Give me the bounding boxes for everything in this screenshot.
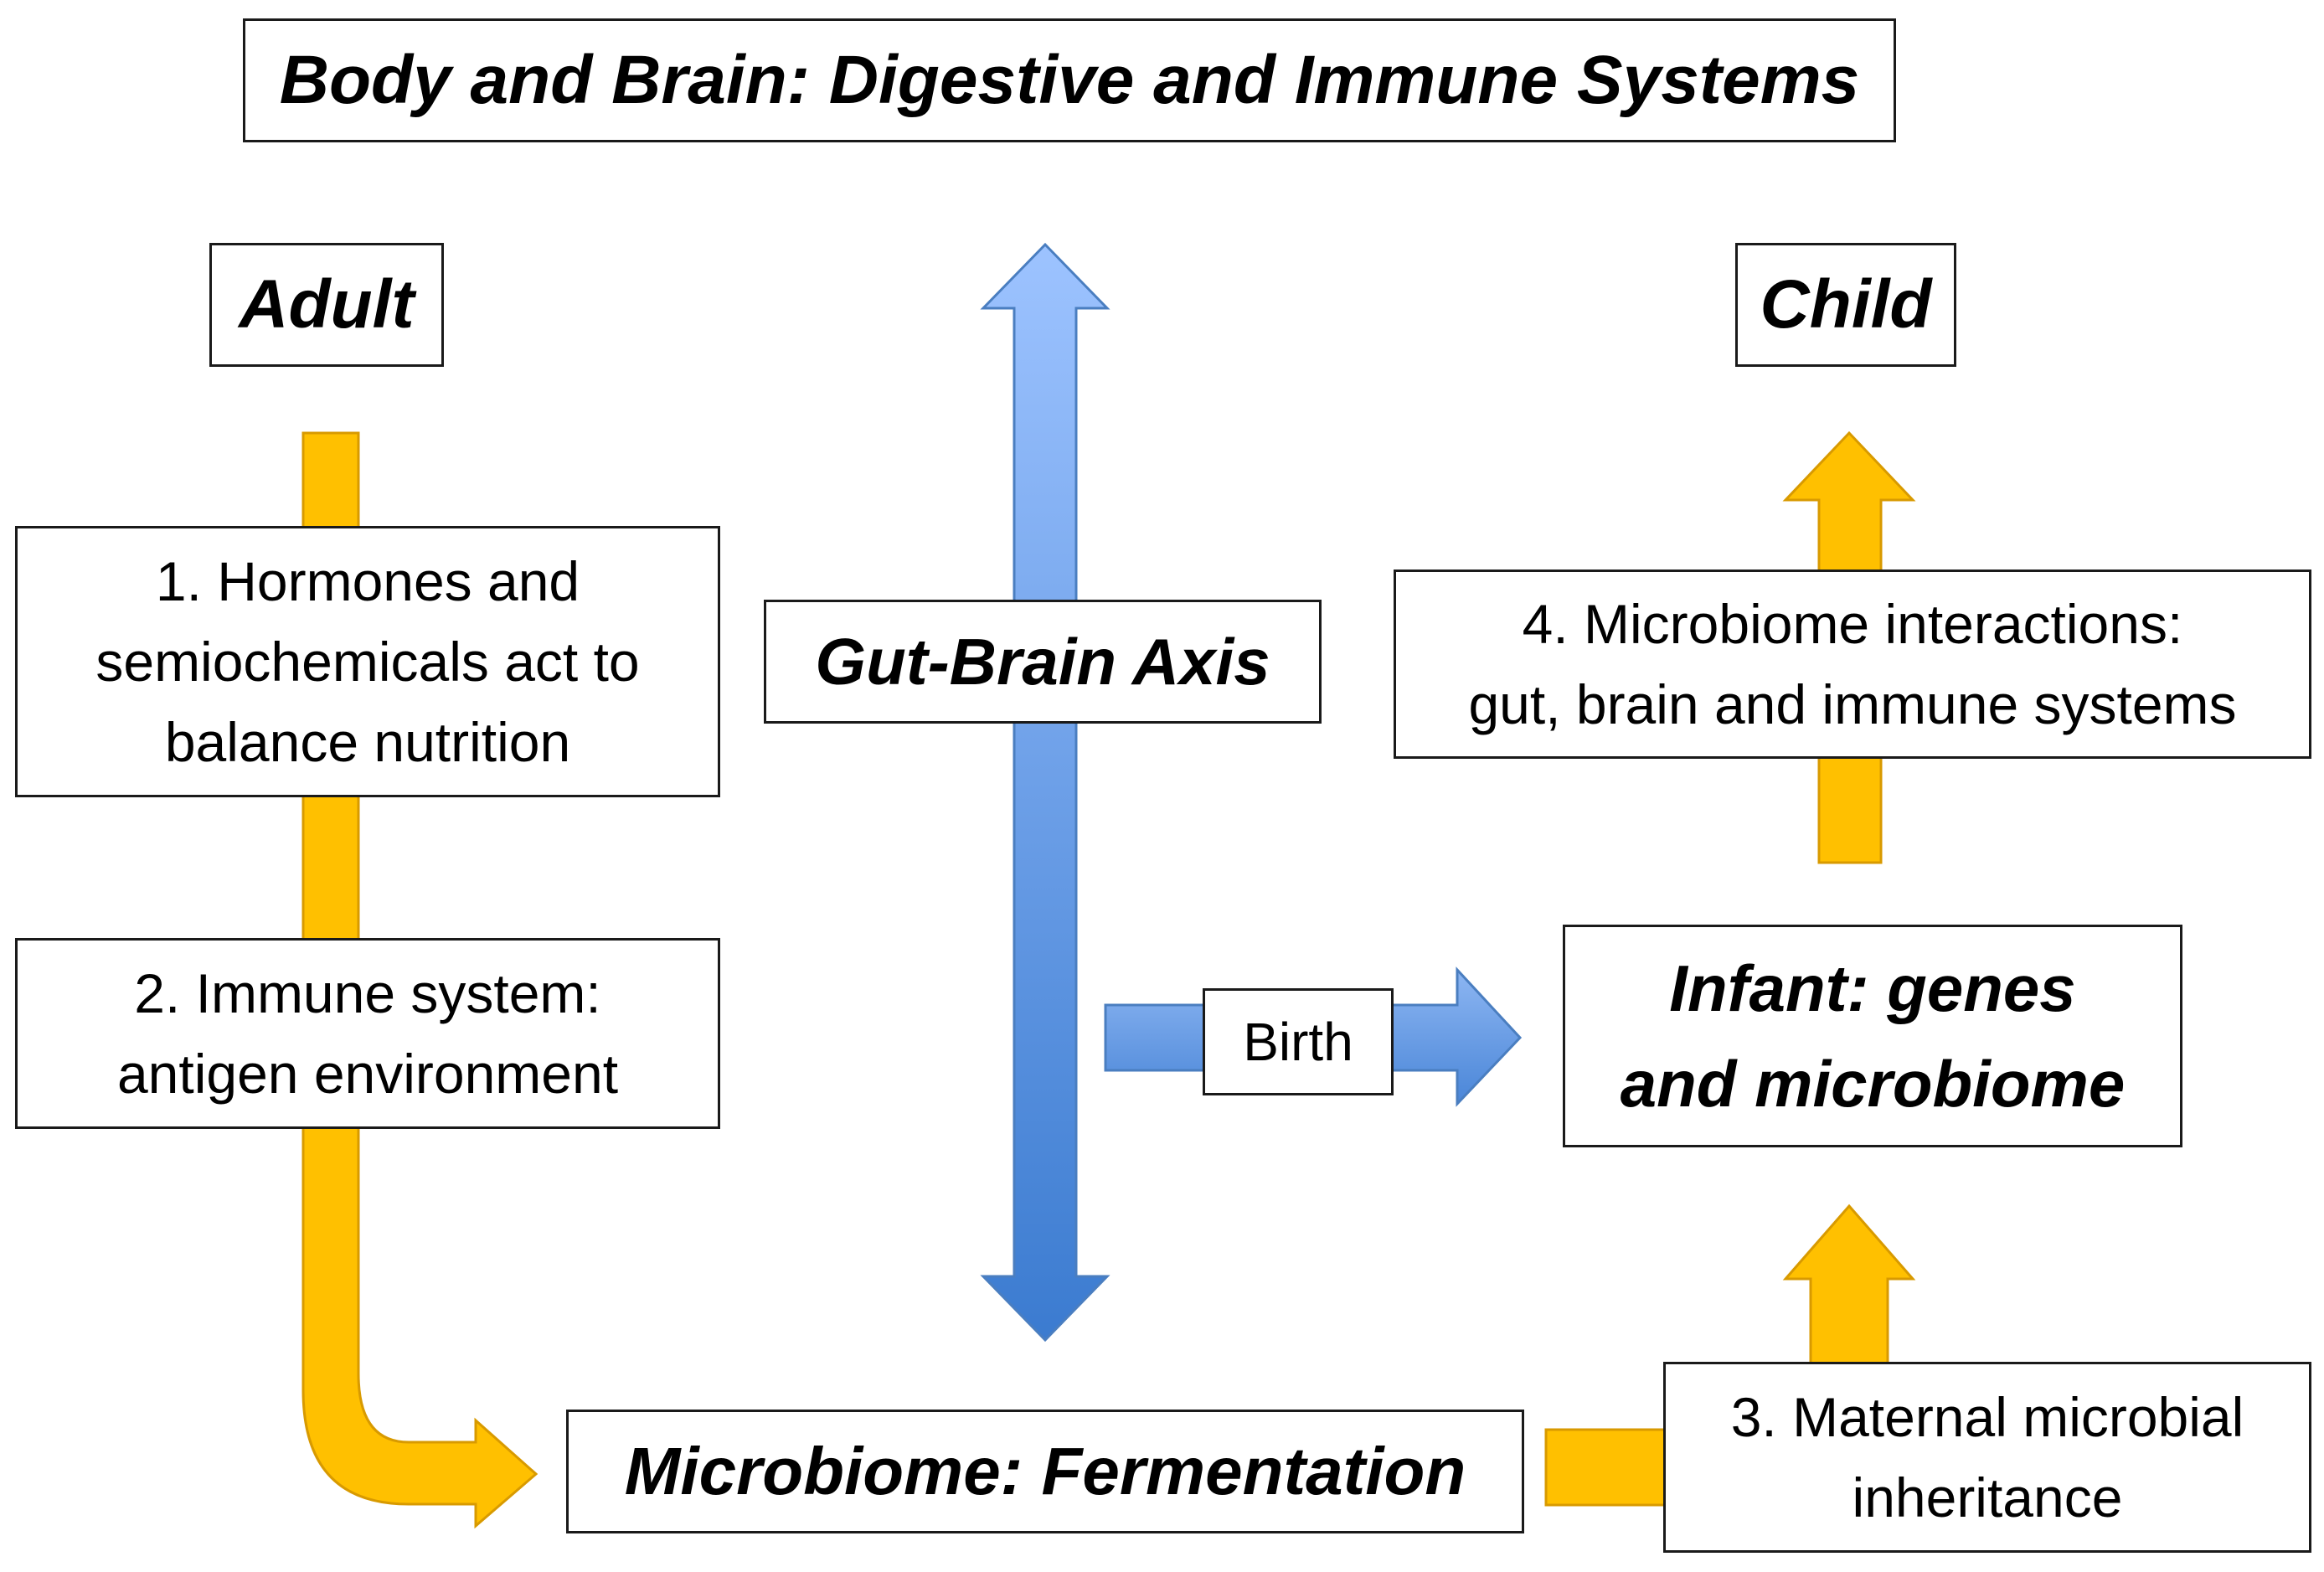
step-1-hormones-box: 1. Hormones and semiochemicals act to ba… bbox=[15, 526, 720, 797]
fermentation-box: Microbiome: Fermentation bbox=[566, 1410, 1524, 1533]
adult-label: Adult bbox=[209, 243, 444, 367]
diagram-title: Body and Brain: Digestive and Immune Sys… bbox=[243, 18, 1896, 142]
maternal-to-infant-arrow bbox=[1782, 1203, 1916, 1365]
birth-label: Birth bbox=[1203, 988, 1394, 1095]
step-4-interactions-box: 4. Microbiome interactions: gut, brain a… bbox=[1394, 570, 2311, 759]
fermentation-to-maternal-connector bbox=[1544, 1428, 1668, 1507]
gut-brain-axis-label: Gut-Brain Axis bbox=[764, 600, 1322, 724]
infant-box: Infant: genes and microbiome bbox=[1563, 925, 2182, 1147]
step-3-maternal-box: 3. Maternal microbial inheritance bbox=[1663, 1362, 2311, 1553]
step-2-immune-box: 2. Immune system: antigen environment bbox=[15, 938, 720, 1129]
child-label: Child bbox=[1735, 243, 1956, 367]
gut-brain-double-arrow bbox=[980, 242, 1110, 1343]
